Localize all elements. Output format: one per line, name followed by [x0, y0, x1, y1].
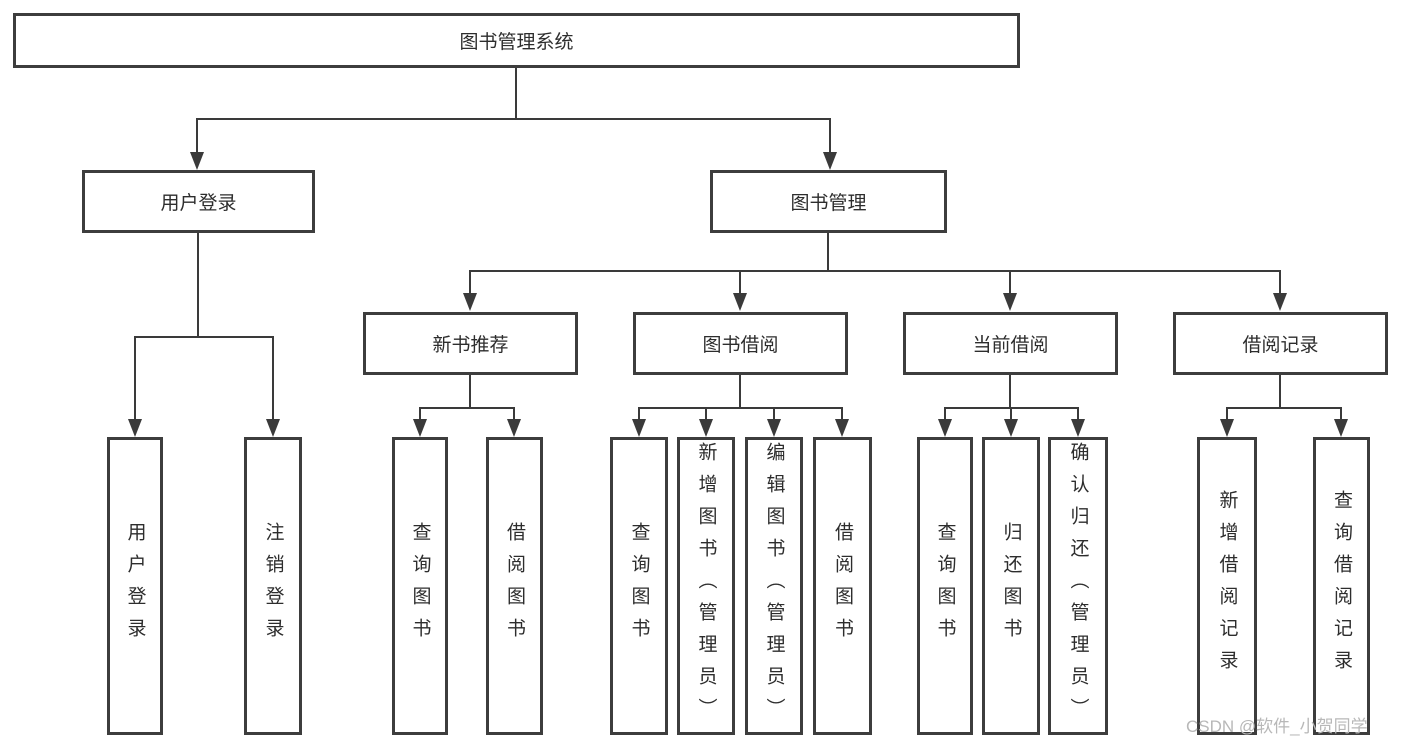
node-book-borrow-label: 图书借阅	[702, 335, 779, 356]
connector-bookmgmt-c2	[739, 270, 741, 294]
arrowhead-currentborrow-l2	[1004, 419, 1018, 437]
arrowhead-bookborrow-l2	[699, 419, 713, 437]
connector-root-to-bookmgmt	[829, 118, 831, 154]
node-book-management-label: 图书管理	[790, 193, 867, 214]
leaf-logout-label: 注销登录	[262, 522, 284, 650]
arrowhead-borrowrecords-l1	[1220, 419, 1234, 437]
leaf-add-borrow-record: 新增借阅记录	[1197, 437, 1257, 735]
leaf-logout: 注销登录	[244, 437, 302, 735]
connector-bookmgmt-stub	[827, 233, 829, 270]
leaf-borrow-query: 查询图书	[610, 437, 668, 735]
connector-login-stub	[197, 233, 199, 336]
connector-currentborrow-stub	[1009, 375, 1011, 407]
leaf-user-login: 用户登录	[107, 437, 163, 735]
arrowhead-bookborrow-l4	[835, 419, 849, 437]
leaf-edit-book-admin: 编辑图书（管理员）	[745, 437, 803, 735]
connector-bookborrow-l3	[773, 407, 775, 419]
arrowhead-borrowrecords	[1273, 293, 1287, 311]
arrowhead-newbooks-l1	[413, 419, 427, 437]
leaf-query-borrow-record: 查询借阅记录	[1313, 437, 1370, 735]
connector-bookmgmt-c3	[1009, 270, 1011, 294]
leaf-newbooks-query: 查询图书	[392, 437, 448, 735]
leaf-add-book-admin-label: 新增图书（管理员）	[695, 442, 717, 730]
connector-newbooks-l1	[419, 407, 421, 419]
connector-root-to-login	[196, 118, 198, 154]
leaf-borrow-book: 借阅图书	[813, 437, 872, 735]
arrowhead-bookborrow	[733, 293, 747, 311]
leaf-confirm-return-admin: 确认归还（管理员）	[1048, 437, 1108, 735]
arrowhead-bookborrow-l3	[767, 419, 781, 437]
connector-currentborrow-l1	[944, 407, 946, 419]
connector-borrowrecords-bar	[1226, 407, 1341, 409]
leaf-return-book-label: 归还图书	[1000, 522, 1022, 650]
leaf-confirm-return-admin-label: 确认归还（管理员）	[1067, 442, 1089, 730]
connector-borrowrecords-l2	[1340, 407, 1342, 419]
connector-currentborrow-l3	[1077, 407, 1079, 419]
arrowhead-currentborrow	[1003, 293, 1017, 311]
connector-currentborrow-l2	[1010, 407, 1012, 419]
leaf-add-borrow-record-label: 新增借阅记录	[1216, 490, 1238, 682]
connector-root-stub	[515, 68, 517, 118]
node-book-borrow: 图书借阅	[633, 312, 848, 375]
arrowhead-currentborrow-l1	[938, 419, 952, 437]
connector-bookmgmt-c4	[1279, 270, 1281, 294]
arrowhead-bookmgmt	[823, 152, 837, 170]
node-current-borrow-label: 当前借阅	[972, 335, 1049, 356]
leaf-borrow-book-label: 借阅图书	[832, 522, 853, 650]
connector-newbooks-l2	[513, 407, 515, 419]
csdn-watermark: CSDN @软件_小贺同学	[1186, 717, 1368, 736]
connector-root-bar	[196, 118, 831, 120]
leaf-current-query-label: 查询图书	[934, 522, 956, 650]
arrowhead-login-child2	[266, 419, 280, 437]
node-new-book-recommend: 新书推荐	[363, 312, 578, 375]
leaf-borrow-query-label: 查询图书	[628, 522, 650, 650]
leaf-newbooks-borrow: 借阅图书	[486, 437, 543, 735]
arrowhead-newbooks-l2	[507, 419, 521, 437]
connector-newbooks-stub	[469, 375, 471, 407]
leaf-return-book: 归还图书	[982, 437, 1040, 735]
node-new-book-recommend-label: 新书推荐	[432, 335, 509, 356]
leaf-add-book-admin: 新增图书（管理员）	[677, 437, 735, 735]
node-root: 图书管理系统	[13, 13, 1020, 68]
connector-borrowrecords-l1	[1226, 407, 1228, 419]
leaf-newbooks-query-label: 查询图书	[409, 522, 431, 650]
node-user-login-label: 用户登录	[160, 193, 237, 214]
connector-login-child1	[134, 336, 136, 419]
connector-login-bar	[134, 336, 274, 338]
connector-bookborrow-l4	[841, 407, 843, 419]
node-borrow-records: 借阅记录	[1173, 312, 1388, 375]
arrowhead-currentborrow-l3	[1071, 419, 1085, 437]
connector-bookmgmt-c1	[469, 270, 471, 294]
connector-bookborrow-l2	[705, 407, 707, 419]
node-book-management: 图书管理	[710, 170, 947, 233]
node-root-label: 图书管理系统	[459, 32, 574, 53]
connector-borrowrecords-stub	[1279, 375, 1281, 407]
leaf-current-query: 查询图书	[917, 437, 973, 735]
connector-bookborrow-bar	[638, 407, 843, 409]
leaf-user-login-label: 用户登录	[124, 522, 146, 650]
node-borrow-records-label: 借阅记录	[1242, 335, 1319, 356]
connector-bookborrow-l1	[638, 407, 640, 419]
arrowhead-bookborrow-l1	[632, 419, 646, 437]
arrowhead-login	[190, 152, 204, 170]
connector-newbooks-bar	[419, 407, 515, 409]
node-current-borrow: 当前借阅	[903, 312, 1118, 375]
node-user-login: 用户登录	[82, 170, 315, 233]
leaf-query-borrow-record-label: 查询借阅记录	[1331, 490, 1352, 682]
arrowhead-borrowrecords-l2	[1334, 419, 1348, 437]
arrowhead-login-child1	[128, 419, 142, 437]
leaf-edit-book-admin-label: 编辑图书（管理员）	[763, 442, 785, 730]
leaf-newbooks-borrow-label: 借阅图书	[504, 522, 525, 650]
connector-bookmgmt-bar	[469, 270, 1281, 272]
connector-login-child2	[272, 336, 274, 419]
connector-bookborrow-stub	[739, 375, 741, 407]
arrowhead-newbooks	[463, 293, 477, 311]
